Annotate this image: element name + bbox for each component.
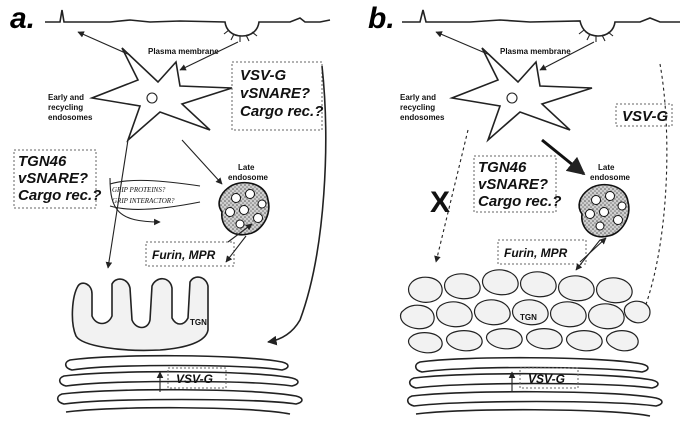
early-endosome-b [452, 48, 592, 140]
endosome-vesicle-b [507, 93, 517, 103]
arrow-late-to-tgn-b [576, 240, 600, 270]
tgn46-box-b-line-2: vSNARE? [478, 176, 548, 193]
golgi-stack-b [408, 358, 662, 416]
panel-a: a. Plasma membrane Early and recycling e… [10, 2, 330, 414]
panel-a-letter: a. [10, 2, 35, 35]
tgn-label-b: TGN [520, 313, 537, 322]
endosome-label-a-2: recycling [48, 103, 83, 112]
vsvg-box-a-line-2: vSNARE? [240, 85, 310, 102]
endosome-label-a-1: Early and [48, 93, 84, 102]
late-endosome-label-b-2: endosome [590, 173, 631, 182]
tgn46-box-a-line-1: TGN46 [18, 153, 67, 170]
arrow-late-to-tgn-a [226, 236, 246, 262]
vsvg-bottom-label-b: VSV-G [528, 372, 565, 386]
furin-label-b: Furin, MPR [504, 246, 568, 260]
panel-b: b. Plasma membrane Early and recycling e… [368, 2, 680, 416]
arrow-endosome-to-pm-b [436, 32, 490, 55]
tgn-label-a: TGN [190, 318, 207, 327]
blocked-x-mark: X [430, 186, 450, 219]
tgn46-box-a-line-2: vSNARE? [18, 170, 88, 187]
tgn-comb-a [72, 277, 208, 350]
endosome-vesicle-a [147, 93, 157, 103]
endosome-label-b-3: endosomes [400, 113, 445, 122]
arrow-early-to-late-a [182, 140, 222, 184]
plasma-membrane-b [402, 10, 680, 36]
early-endosome-a [92, 48, 232, 140]
vsvg-box-a-line-3: Cargo rec.? [240, 103, 323, 120]
dashed-loop-b [640, 64, 667, 320]
vsvg-box-a-line-1: VSV-G [240, 67, 286, 84]
late-endosome-label-a-2: endosome [228, 173, 269, 182]
plasma-membrane-a [45, 10, 330, 36]
panel-b-letter: b. [368, 2, 395, 35]
tgn46-box-b-line-1: TGN46 [478, 159, 527, 176]
thick-arrow-early-to-late-b [542, 140, 584, 174]
late-endosome-label-b-1: Late [598, 163, 615, 172]
plasma-membrane-label-a: Plasma membrane [148, 47, 219, 56]
tgn46-box-b-line-3: Cargo rec.? [478, 193, 561, 210]
fragmented-tgn-b [401, 270, 650, 353]
vsvg-box-b-label: VSV-G [622, 108, 668, 125]
vsvg-bottom-label-a: VSV-G [176, 372, 213, 386]
tgn46-box-a-line-3: Cargo rec.? [18, 187, 101, 204]
endosome-label-a-3: endosomes [48, 113, 93, 122]
arrow-tgn-to-late-b [580, 238, 606, 262]
clathrin-pit-b [579, 30, 613, 42]
furin-label-a: Furin, MPR [152, 248, 216, 262]
endosome-label-b-2: recycling [400, 103, 435, 112]
endosome-label-b-1: Early and [400, 93, 436, 102]
plasma-membrane-label-b: Plasma membrane [500, 47, 571, 56]
grip-interactor-label: GRIP INTERACTOR? [112, 197, 175, 205]
late-endosome-label-a-1: Late [238, 163, 255, 172]
arrow-endosome-to-pm-a [78, 32, 130, 55]
